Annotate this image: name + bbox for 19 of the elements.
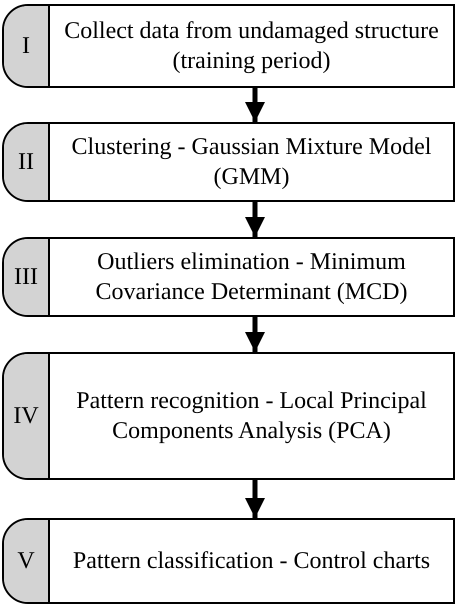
step-number: III: [4, 239, 50, 315]
step-description: Pattern classification - Control charts: [72, 547, 430, 576]
arrow: [245, 202, 265, 237]
arrow: [245, 88, 265, 122]
step-number: I: [4, 6, 50, 86]
step-number: V: [4, 520, 50, 602]
arrow: [245, 317, 265, 352]
step-description: Outliers elimination - Minimum Covariance Determinant (MCD): [94, 248, 408, 307]
arrow: [245, 480, 265, 518]
step-description: Clustering - Gaussian Mixture Model (GMM): [70, 133, 432, 192]
step-description: Pattern recognition - Local Principal Components Analysis (PCA): [75, 387, 428, 446]
step-box: [2, 4, 455, 88]
step-description: Collect data from undamaged structure (training period): [63, 17, 440, 76]
step-number: IV: [4, 354, 50, 478]
step-number: II: [4, 124, 50, 200]
step-box: [2, 518, 455, 604]
step-box: [2, 237, 455, 317]
step-box: [2, 352, 455, 480]
step-box: [2, 122, 455, 202]
